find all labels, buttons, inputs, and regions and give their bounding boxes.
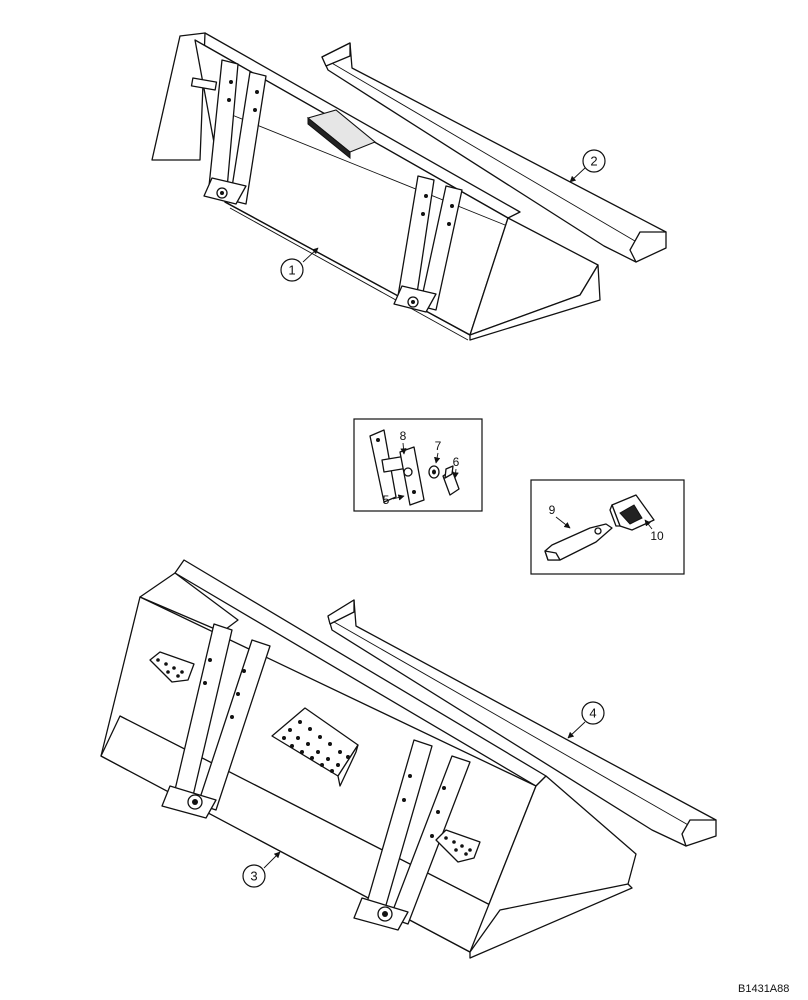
bucket-1-drawing bbox=[151, 32, 601, 341]
bar-4-drawing bbox=[327, 599, 717, 847]
leader-9 bbox=[555, 516, 571, 529]
hardware-box bbox=[353, 418, 483, 512]
leader-4 bbox=[567, 721, 586, 739]
callout-4-label: 4 bbox=[589, 706, 596, 721]
reference-code: B1431A88 bbox=[738, 983, 789, 995]
callout-4-circle bbox=[581, 701, 605, 725]
callout-3-label: 3 bbox=[250, 869, 257, 884]
bar-2-drawing bbox=[321, 42, 667, 263]
callout-2-circle bbox=[582, 149, 606, 173]
leader-1 bbox=[302, 247, 319, 263]
leader-3 bbox=[263, 851, 281, 869]
callout-3-circle bbox=[242, 864, 266, 888]
leader-7 bbox=[434, 452, 441, 464]
leader-6 bbox=[452, 468, 459, 479]
label-7: 7 bbox=[435, 439, 442, 453]
callout-1-circle bbox=[280, 258, 304, 282]
leader-8 bbox=[400, 442, 407, 455]
leader-2 bbox=[569, 167, 586, 183]
label-6: 6 bbox=[453, 455, 460, 469]
label-9: 9 bbox=[549, 503, 556, 517]
teeth-box bbox=[530, 479, 685, 575]
callout-2-label: 2 bbox=[590, 154, 597, 169]
leader-10 bbox=[644, 519, 653, 530]
leader-5 bbox=[392, 494, 405, 501]
label-10: 10 bbox=[650, 529, 664, 543]
label-8: 8 bbox=[400, 429, 407, 443]
callout-1-label: 1 bbox=[288, 263, 295, 278]
bucket-3-drawing bbox=[100, 559, 637, 959]
label-5: 5 bbox=[383, 493, 390, 507]
